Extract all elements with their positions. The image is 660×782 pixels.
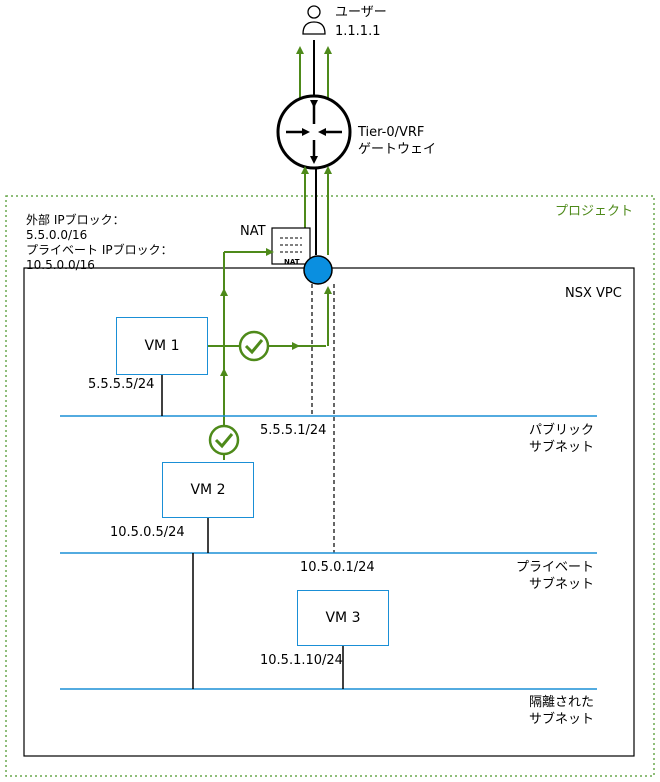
vm3-name: VM 3: [325, 610, 361, 626]
gateway-label-line1: Tier-0/VRF: [358, 125, 425, 140]
user-icon: [302, 5, 326, 35]
nat-icon-text: NAT: [284, 258, 300, 266]
isolated-subnet-label-line2: サブネット: [528, 712, 594, 727]
private-ip-block-label: プライベート IPブロック：: [26, 243, 173, 257]
public-subnet-label-line1: パブリック: [528, 423, 594, 438]
project-label: プロジェクト: [555, 204, 634, 219]
vm2-ip: 10.5.0.5/24: [110, 525, 185, 540]
vm1-box: VM 1: [116, 317, 208, 375]
vm1-ip: 5.5.5.5/24: [88, 377, 155, 392]
gateway-router-icon: [276, 94, 352, 170]
user-ip: 1.1.1.1: [335, 24, 381, 39]
vm2-box: VM 2: [162, 462, 254, 518]
private-subnet-label-line2: サブネット: [528, 577, 594, 592]
vm3-ip: 10.5.1.10/24: [260, 653, 343, 668]
nat-icon: [271, 227, 311, 265]
user-label: ユーザー: [335, 5, 387, 20]
public-subnet-gateway-ip: 5.5.5.1/24: [260, 423, 327, 438]
gateway-label-line2: ゲートウェイ: [358, 142, 437, 157]
external-ip-block-label: 外部 IPブロック：: [26, 213, 125, 227]
vpc-label: NSX VPC: [565, 286, 622, 301]
private-subnet-label-line1: プライベート: [515, 560, 594, 575]
project-boundary: [5, 195, 655, 777]
allowed-check-icon: [238, 330, 270, 362]
isolated-subnet-label-line1: 隔離された: [528, 695, 594, 710]
vm1-name: VM 1: [144, 338, 180, 354]
private-subnet-gateway-ip: 10.5.0.1/24: [300, 560, 375, 575]
allowed-check-icon: [208, 424, 240, 456]
public-subnet-label-line2: サブネット: [528, 440, 594, 455]
vm3-box: VM 3: [297, 590, 389, 646]
nat-label: NAT: [240, 224, 266, 239]
vm2-name: VM 2: [190, 482, 226, 498]
vpc-router-icon: [303, 255, 333, 285]
external-ip-block-cidr: 5.5.0.0/16: [26, 228, 88, 242]
private-ip-block-cidr: 10.5.0.0/16: [26, 258, 95, 272]
